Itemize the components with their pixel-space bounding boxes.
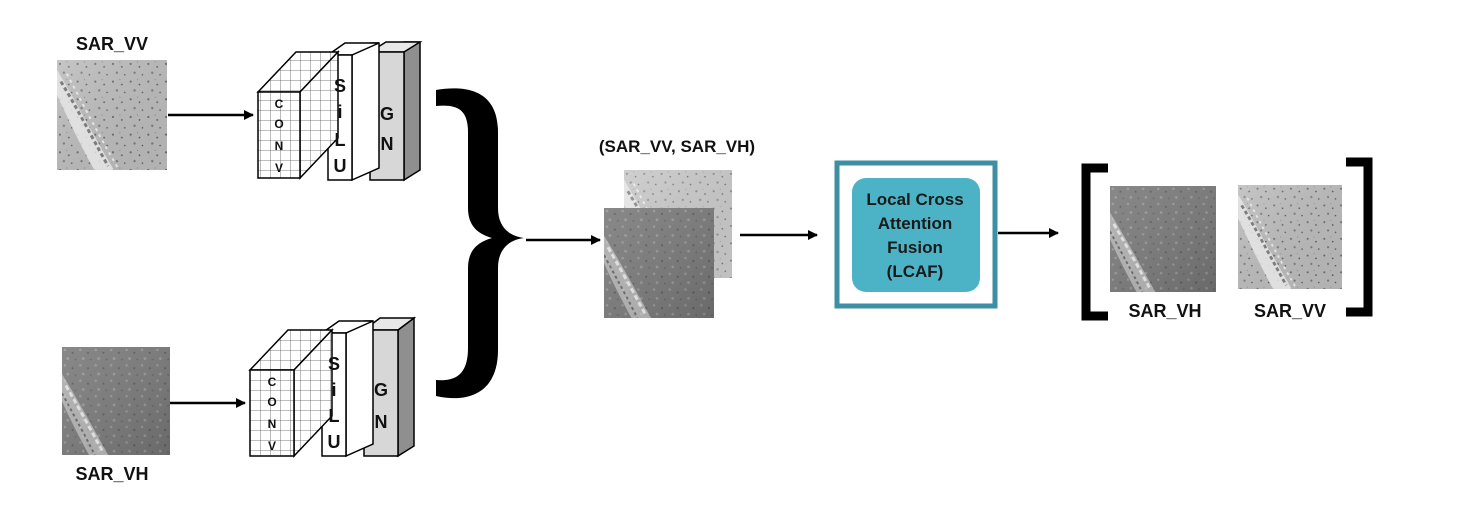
bottom-block: C O N V S i L U G N xyxy=(248,316,417,458)
output-left-bracket xyxy=(1081,163,1108,321)
silu-letter: i xyxy=(337,102,342,122)
gn-letter: N xyxy=(375,412,388,432)
output-vv-image xyxy=(1238,183,1342,291)
lcaf-label: Local Cross Attention Fusion (LCAF) xyxy=(852,182,978,290)
lcaf-box xyxy=(852,178,980,292)
conv-letter: V xyxy=(275,161,283,175)
silu-letter: U xyxy=(328,432,341,452)
output-vh-image xyxy=(1110,184,1216,294)
input-vh-label: SAR_VH xyxy=(75,464,148,484)
output-right-bracket xyxy=(1346,157,1373,317)
stack-label: (SAR_VV, SAR_VH) xyxy=(599,137,755,156)
gn-letter: N xyxy=(381,134,394,154)
input-vv-image xyxy=(56,60,168,170)
silu-letter: U xyxy=(334,156,347,176)
lcaf-line: (LCAF) xyxy=(886,262,944,281)
silu-letter: L xyxy=(329,406,340,426)
conv-letter: V xyxy=(268,439,276,453)
merge-curly-brace xyxy=(436,88,524,399)
conv-letter: O xyxy=(274,117,283,131)
input-vh-image xyxy=(62,346,170,456)
conv-letter: C xyxy=(275,97,284,111)
stack-vh-image xyxy=(604,208,714,318)
conv-letter: C xyxy=(268,375,277,389)
conv-letter: N xyxy=(275,139,284,153)
silu-letter: S xyxy=(328,354,340,374)
gn-letter: G xyxy=(374,380,388,400)
silu-letter: S xyxy=(334,76,346,96)
silu-slab-top xyxy=(325,42,380,182)
top-block: C O N V S i L U G N xyxy=(256,41,423,182)
lcaf-line: Attention xyxy=(877,214,953,233)
silu-letter: i xyxy=(331,380,336,400)
conv-cube-bottom xyxy=(248,328,334,458)
silu-letter: L xyxy=(335,130,346,150)
conv-letter: N xyxy=(268,417,277,431)
gn-letter: G xyxy=(380,104,394,124)
input-vv-label: SAR_VV xyxy=(76,34,148,54)
conv-cube-top xyxy=(256,50,340,180)
lcaf-line: Fusion xyxy=(887,238,943,257)
gn-slab-bottom xyxy=(361,316,417,458)
lcaf-line: Local Cross xyxy=(866,190,964,209)
output-vh-label: SAR_VH xyxy=(1128,301,1201,321)
conv-letter: O xyxy=(267,395,276,409)
output-vv-label: SAR_VV xyxy=(1254,301,1326,321)
